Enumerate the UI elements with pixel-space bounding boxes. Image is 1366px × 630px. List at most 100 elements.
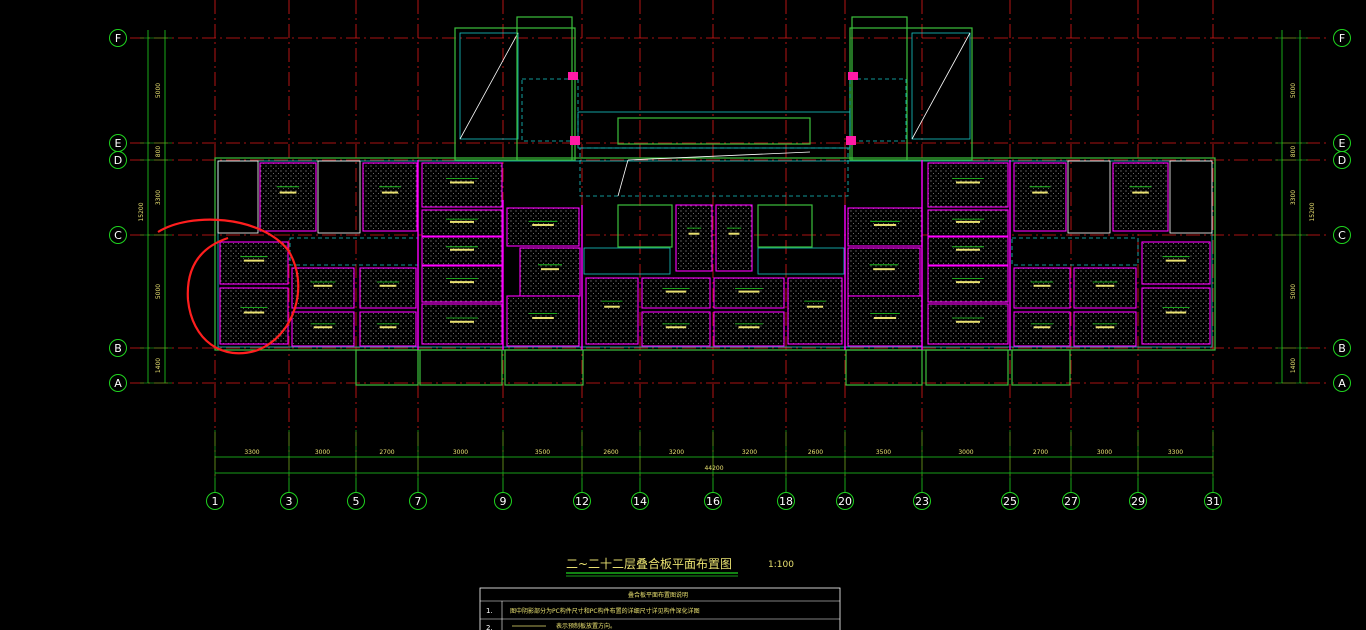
- svg-text:F: F: [1339, 32, 1345, 45]
- precast-slab: [927, 303, 1009, 345]
- svg-text:A: A: [114, 377, 122, 390]
- svg-text:31: 31: [1206, 495, 1220, 508]
- svg-text:25: 25: [1003, 495, 1017, 508]
- axis-bubble-left-A: A: [109, 374, 127, 392]
- precast-slab: [927, 162, 1009, 208]
- precast-slab: [1073, 311, 1137, 347]
- dimension-text: 800: [155, 146, 162, 158]
- structural-columns: [568, 72, 858, 145]
- svg-text:9: 9: [500, 495, 507, 508]
- note-2-text: 表示预制板放置方向。: [556, 622, 616, 630]
- dimension-text: 5000: [155, 284, 162, 299]
- axis-bubble-left-D: D: [109, 151, 127, 169]
- dimension-total-text: 15200: [1309, 202, 1316, 221]
- axis-bubble-col-9: 9: [494, 492, 512, 510]
- axis-grid-lines: [130, 0, 1330, 478]
- dimension-text: 3000: [958, 449, 973, 456]
- axis-bubble-left-F: F: [109, 29, 127, 47]
- dimension-text: 5000: [155, 83, 162, 98]
- precast-slab: [1141, 241, 1211, 285]
- precast-slab: [641, 311, 711, 347]
- axis-bubble-col-27: 27: [1062, 492, 1080, 510]
- axis-bubble-col-25: 25: [1001, 492, 1019, 510]
- axis-bubble-col-3: 3: [280, 492, 298, 510]
- svg-text:D: D: [1338, 154, 1346, 167]
- precast-slab: [1141, 287, 1211, 345]
- dimension-text: 1400: [1290, 358, 1297, 373]
- dimension-text: 3200: [742, 449, 757, 456]
- axis-bubble-left-C: C: [109, 226, 127, 244]
- svg-text:D: D: [114, 154, 122, 167]
- precast-slab: [362, 162, 418, 232]
- precast-slab: [519, 247, 581, 297]
- svg-text:B: B: [1338, 342, 1346, 355]
- axis-bubble-col-29: 29: [1129, 492, 1147, 510]
- precast-slab: [1112, 162, 1169, 232]
- precast-slab: [927, 209, 1009, 237]
- dimension-text: 3300: [155, 190, 162, 205]
- axis-bubble-col-1: 1: [206, 492, 224, 510]
- axis-bubble-right-E: E: [1333, 134, 1351, 152]
- precast-slab-panels: [219, 160, 1211, 350]
- precast-slab: [421, 236, 503, 266]
- precast-slab: [421, 303, 503, 345]
- svg-text:1: 1: [212, 495, 219, 508]
- precast-slab: [713, 311, 785, 347]
- svg-text:18: 18: [779, 495, 793, 508]
- dimension-text: 3000: [453, 449, 468, 456]
- dimension-text: 2700: [1033, 449, 1048, 456]
- axis-bubble-col-7: 7: [409, 492, 427, 510]
- dimension-total-text: 44200: [704, 465, 723, 472]
- precast-slab: [506, 207, 580, 247]
- dimension-text: 800: [1290, 146, 1297, 158]
- precast-slab: [585, 277, 639, 345]
- axis-bubble-col-16: 16: [704, 492, 722, 510]
- svg-text:5: 5: [353, 495, 360, 508]
- dimension-text: 3500: [535, 449, 550, 456]
- precast-slab: [259, 162, 317, 232]
- dimension-text: 3300: [1168, 449, 1183, 456]
- precast-slab: [675, 204, 713, 272]
- precast-slab: [421, 162, 503, 208]
- precast-slab: [927, 236, 1009, 266]
- dimension-text: 2600: [808, 449, 823, 456]
- precast-slab: [219, 287, 289, 345]
- dimension-text: 2700: [379, 449, 394, 456]
- dimension-text: 3000: [315, 449, 330, 456]
- precast-slab: [1073, 267, 1137, 309]
- precast-slab: [291, 311, 355, 347]
- notes-table: 叠合板平面布置图说明 1. 图中阴影部分为PC构件尺寸和PC构件布置的详细尺寸详…: [479, 587, 841, 630]
- svg-text:14: 14: [633, 495, 647, 508]
- precast-slab: [359, 267, 417, 309]
- axis-bubble-right-A: A: [1333, 374, 1351, 392]
- svg-text:C: C: [114, 229, 122, 242]
- svg-text:23: 23: [915, 495, 929, 508]
- axis-bubble-col-31: 31: [1204, 492, 1222, 510]
- precast-slab: [421, 265, 503, 303]
- drawing-title: 二~二十二层叠合板平面布置图: [566, 556, 732, 571]
- precast-slab: [1013, 311, 1071, 347]
- precast-slab: [927, 265, 1009, 303]
- note-1-number: 1.: [486, 607, 493, 615]
- svg-text:A: A: [1338, 377, 1346, 390]
- axis-bubble-col-14: 14: [631, 492, 649, 510]
- svg-text:20: 20: [838, 495, 852, 508]
- axis-bubble-col-23: 23: [913, 492, 931, 510]
- precast-slab: [847, 295, 923, 347]
- svg-text:16: 16: [706, 495, 720, 508]
- axis-bubble-col-18: 18: [777, 492, 795, 510]
- dimension-text: 2600: [603, 449, 618, 456]
- precast-slab: [219, 241, 289, 285]
- dimension-text: 3300: [244, 449, 259, 456]
- precast-slab: [359, 311, 417, 347]
- notes-header: 叠合板平面布置图说明: [628, 591, 688, 599]
- precast-slab: [1013, 162, 1067, 232]
- dimension-text: 3200: [669, 449, 684, 456]
- svg-text:29: 29: [1131, 495, 1145, 508]
- axis-bubble-right-C: C: [1333, 226, 1351, 244]
- svg-text:7: 7: [415, 495, 422, 508]
